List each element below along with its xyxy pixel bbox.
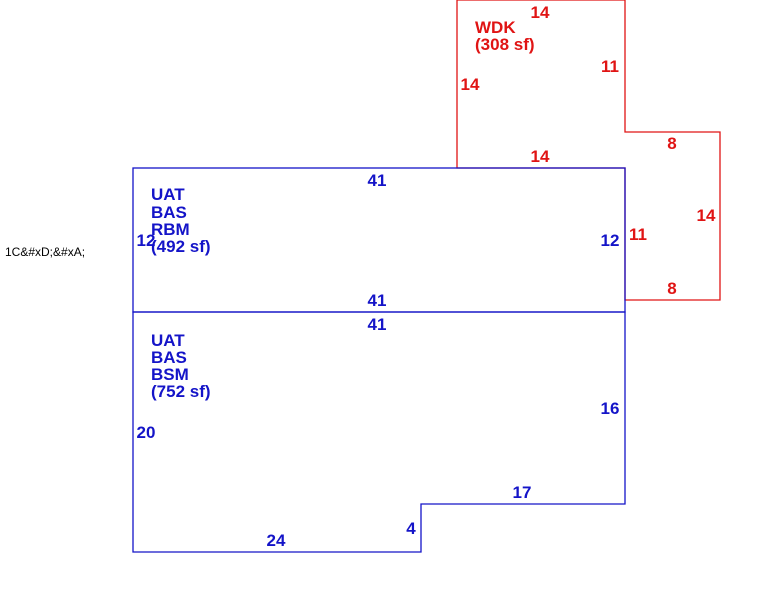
rbm-dim-right: 12: [601, 231, 620, 250]
rbm-area: (492 sf): [151, 237, 211, 256]
bsm-dim-step-side: 4: [406, 519, 416, 538]
wdk-dim-bottom: 14: [531, 147, 550, 166]
wdk-dim-inner: 11: [629, 225, 647, 244]
note-text: 1C&#xD;&#xA;: [5, 245, 85, 259]
rbm-line-3: RBM: [151, 220, 190, 239]
wdk-dim-left: 14: [461, 75, 480, 94]
wdk-dim-top: 14: [531, 3, 550, 22]
bsm-dim-top: 41: [368, 315, 387, 334]
bsm-line-1: UAT: [151, 331, 185, 350]
rbm-dim-left: 12: [137, 231, 156, 250]
wdk-dim-right-lower: 14: [697, 206, 716, 225]
bsm-dim-bottom: 24: [267, 531, 286, 550]
wdk-dim-step-bottom: 8: [667, 279, 676, 298]
bsm-dim-right: 16: [601, 399, 620, 418]
wdk-dim-right-upper: 11: [601, 57, 619, 76]
rbm-line-1: UAT: [151, 185, 185, 204]
rbm-dim-top: 41: [368, 171, 387, 190]
bsm-dim-step-top: 17: [513, 483, 532, 502]
bsm-dim-left: 20: [137, 423, 156, 442]
rbm-dim-bottom: 41: [368, 291, 387, 310]
wdk-area: (308 sf): [475, 35, 535, 54]
bsm-line-2: BAS: [151, 348, 187, 367]
wdk-code: WDK: [475, 18, 516, 37]
bsm-outline: [132, 311, 626, 553]
bsm-area: (752 sf): [151, 382, 211, 401]
bsm-line-3: BSM: [151, 365, 189, 384]
rbm-line-2: BAS: [151, 203, 187, 222]
wdk-dim-step-top: 8: [667, 134, 676, 153]
